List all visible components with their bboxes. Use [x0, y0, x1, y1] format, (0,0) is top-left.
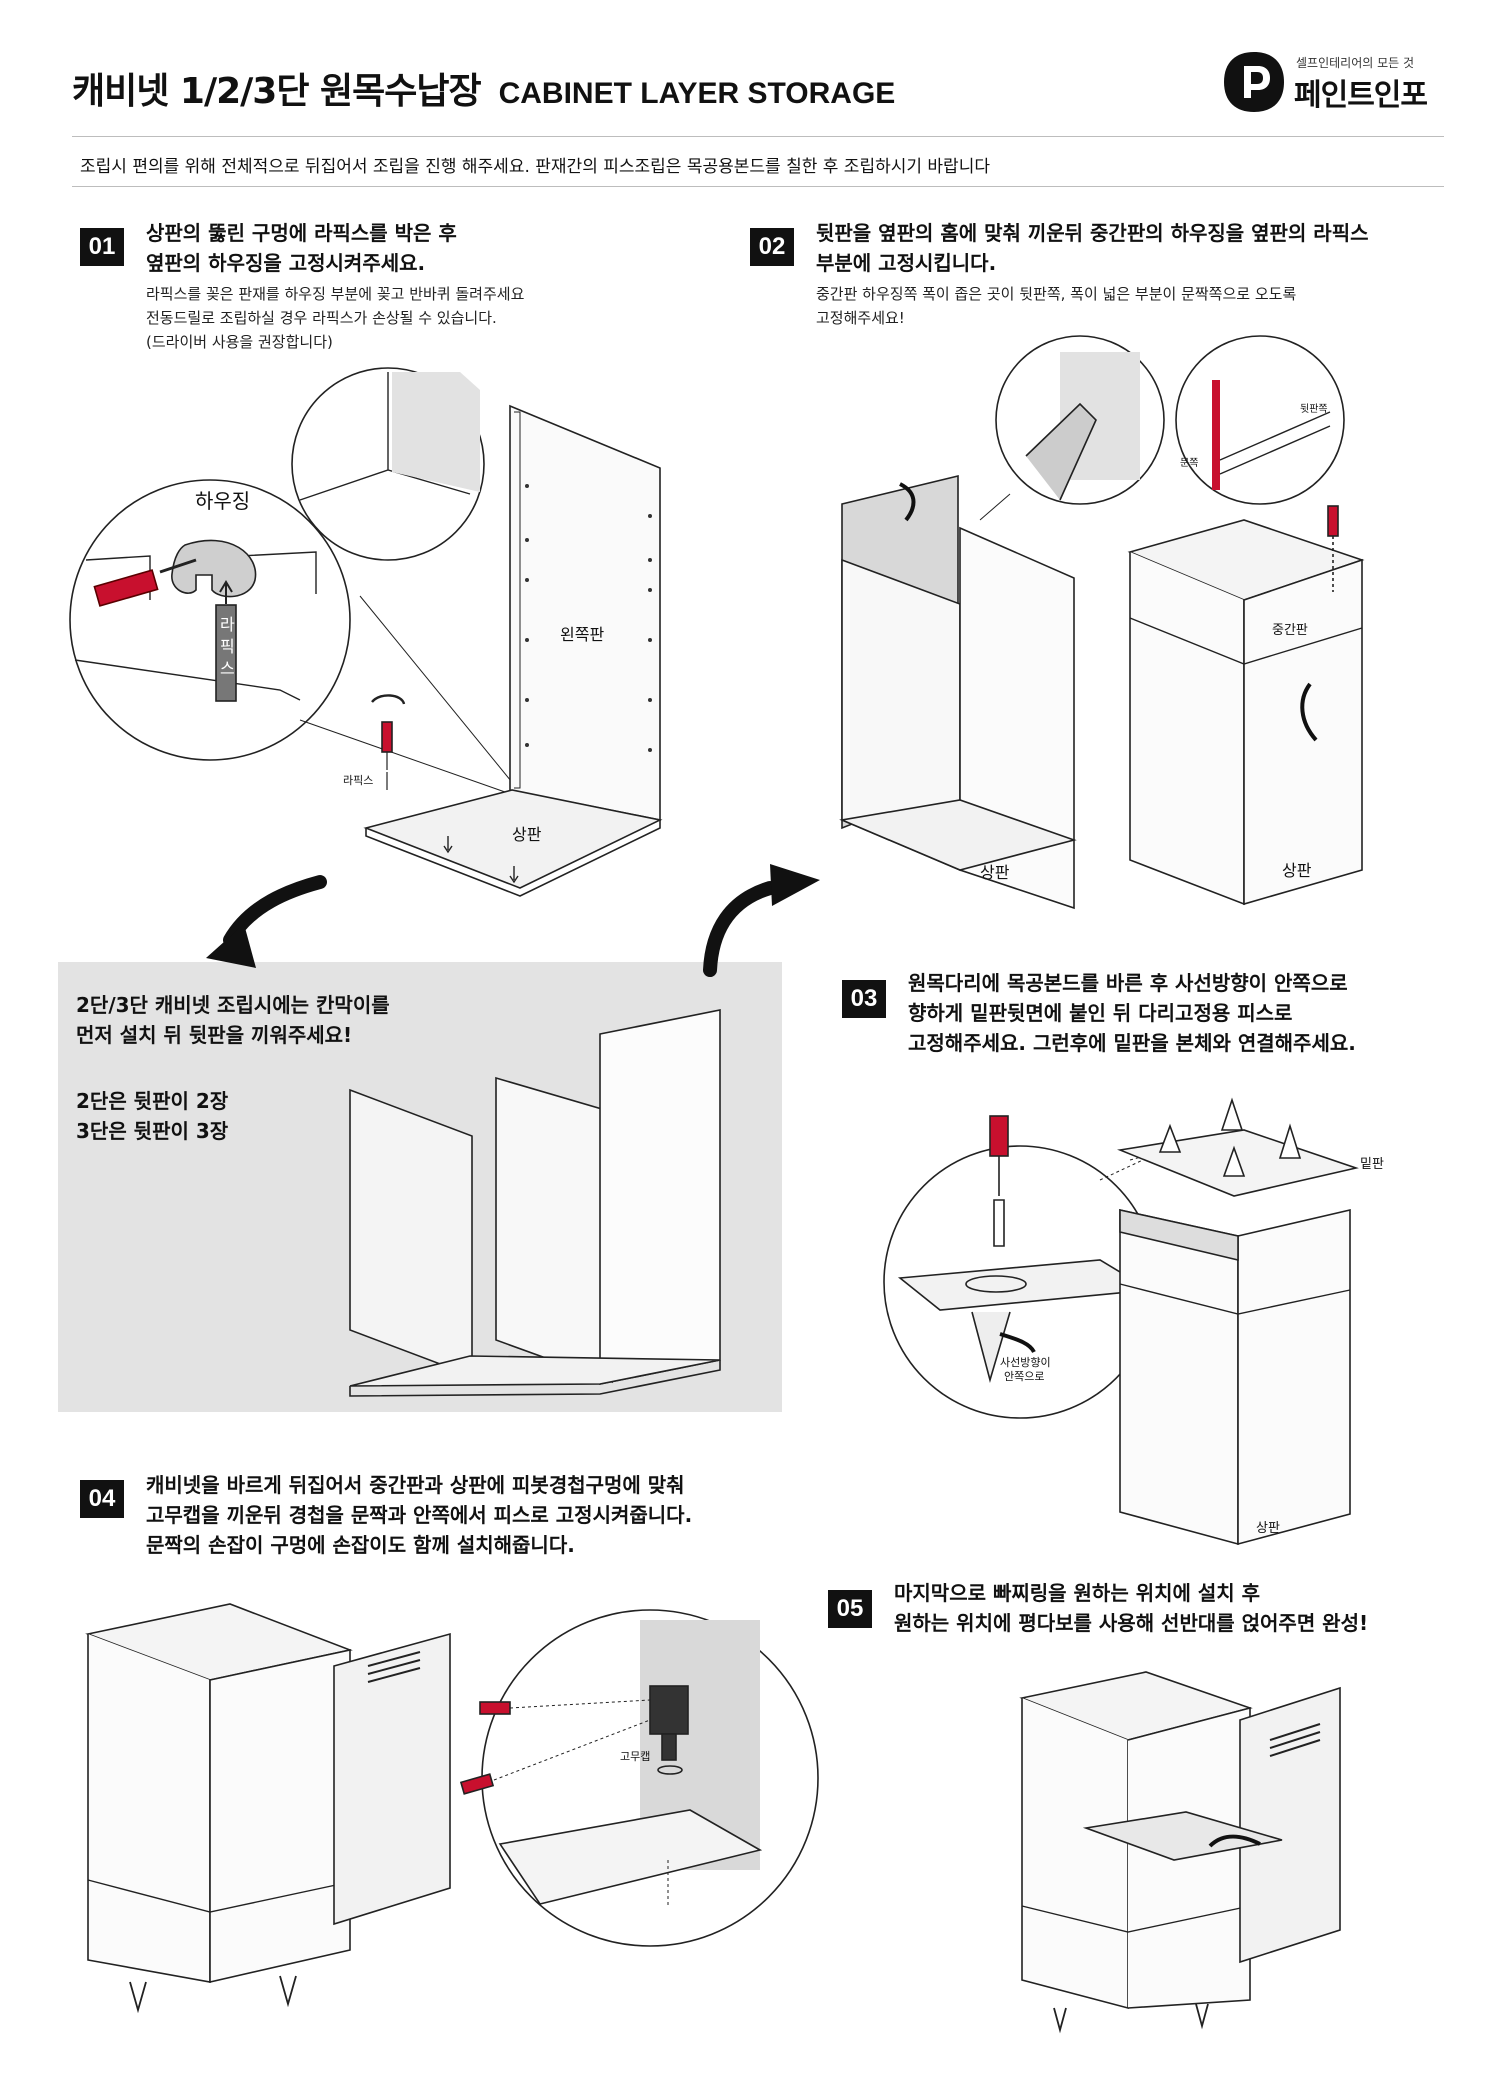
- step-03-title-line: 향하게 밑판뒷면에 붙인 뒤 다리고정용 피스로: [908, 1001, 1293, 1025]
- step-03-title-line: 고정해주세요. 그런후에 밑판을 본체와 연결해주세요.: [908, 1031, 1356, 1055]
- slide-arrow-icon: [1208, 1834, 1261, 1848]
- rotate-arrow-icon: [371, 694, 406, 705]
- rotate-arrow-icon-b: [1300, 682, 1318, 742]
- step-04-title-line: 문짝의 손잡이 구멍에 손잡이도 함께 설치해줍니다.: [146, 1533, 575, 1557]
- step-01-title: 상판의 뚫린 구멍에 라픽스를 박은 후 옆판의 하우징을 고정시켜주세요.: [146, 218, 457, 278]
- screwdriver-icon-b: [1327, 505, 1339, 537]
- label-rafix-vertical-2: 픽: [220, 637, 235, 656]
- notice-text: 2단/3단 캐비넷 조립시에는 칸막이를 먼저 설치 뒤 뒷판을 끼워주세요!: [76, 990, 390, 1050]
- housing-part: [171, 539, 257, 598]
- step-04-title-line: 캐비넷을 바르게 뒤집어서 중간판과 상판에 피봇경첩구멍에 맞춰: [146, 1473, 685, 1497]
- p-logo-icon: [1224, 52, 1284, 112]
- rotate-arrow-icon-c: [999, 1332, 1036, 1354]
- step-02-illustration: 뒷판쪽 문쪽 상판 중간판 상판: [839, 335, 1365, 910]
- step-01-illustration: 하우징 라 픽 스 왼쪽판 상판 라픽스: [69, 367, 663, 897]
- step-05-badge: 05: [828, 1590, 872, 1628]
- step-01-notes: 라픽스를 꽂은 판재를 하우징 부분에 꽂고 반바퀴 돌려주세요 전동드릴로 조…: [146, 282, 524, 354]
- screwdriver-icon-c: [989, 1115, 1009, 1157]
- brand-tagline: 셀프인테리어의 모든 것: [1296, 56, 1415, 70]
- door-panel-final: [1239, 1686, 1341, 1964]
- header-divider: [72, 136, 1444, 137]
- brand-name: 페인트인포: [1294, 78, 1428, 113]
- step-02-title-line: 부분에 고정시킵니다.: [816, 251, 997, 275]
- label-rafix: 라픽스: [343, 774, 373, 787]
- label-rafix-vertical-1: 라: [220, 615, 235, 634]
- divider-panel-illustration: [349, 1009, 721, 1397]
- step-04-title-line: 고무캡을 끼운뒤 경첩을 문짝과 안쪽에서 피스로 고정시켜줍니다.: [146, 1503, 693, 1527]
- housing-detail-circle: [69, 479, 351, 761]
- step-05-title-line: 마지막으로 빠찌링을 원하는 위치에 설치 후: [894, 1581, 1261, 1605]
- intro-text: 조립시 편의를 위해 전체적으로 뒤집어서 조립을 진행 해주세요. 판재간의 …: [80, 157, 990, 177]
- label-rubber-cap: 고무캡: [620, 1750, 650, 1763]
- step-02-note: 고정해주세요!: [816, 309, 905, 327]
- step-03-title: 원목다리에 목공본드를 바른 후 사선방향이 안쪽으로 향하게 밑판뒷면에 붙인…: [908, 968, 1356, 1058]
- label-diagonal-2: 안쪽으로: [1004, 1370, 1044, 1383]
- step-05-title-line: 원하는 위치에 평다보를 사용해 선반대를 얹어주면 완성!: [894, 1611, 1369, 1635]
- label-diagonal-1: 사선방향이: [1000, 1356, 1051, 1369]
- page-title: 캐비넷 1/2/3단 원목수납장 CABINET LAYER STORAGE: [72, 62, 895, 114]
- insert-arrow-icon: [898, 482, 916, 522]
- step-02-title: 뒷판을 옆판의 홈에 맞춰 끼운뒤 중간판의 하우징을 옆판의 라픽스 부분에 …: [816, 218, 1369, 278]
- label-top-c: 상판: [1256, 1521, 1280, 1536]
- label-top-a: 상판: [980, 863, 1010, 882]
- step-05-title: 마지막으로 빠찌링을 원하는 위치에 설치 후 원하는 위치에 평다보를 사용해…: [894, 1578, 1368, 1638]
- step-03-illustration: 사선방향이 안쪽으로 밑판 상판: [883, 1097, 1384, 1546]
- hinge-part: [649, 1685, 689, 1735]
- step-01-note: 전동드릴로 조립하실 경우 라픽스가 손상될 수 있습니다.: [146, 309, 497, 327]
- label-top-panel: 상판: [512, 825, 542, 844]
- door-panel: [333, 1632, 451, 1926]
- label-bottom-panel: 밑판: [1360, 1157, 1384, 1172]
- notice-counts: 2단은 뒷판이 2장 3단은 뒷판이 3장: [76, 1086, 228, 1146]
- step-01-title-line: 상판의 뚫린 구멍에 라픽스를 박은 후: [146, 221, 457, 245]
- notice-count: 2단은 뒷판이 2장: [76, 1089, 229, 1113]
- title-korean: 캐비넷 1/2/3단 원목수납장: [72, 71, 482, 112]
- shelf-panel: [1082, 1811, 1283, 1861]
- label-housing: 하우징: [195, 489, 250, 513]
- screwdriver-small-icon: [381, 721, 393, 753]
- step-04-illustration: 고무캡: [85, 1603, 819, 2014]
- title-english: CABINET LAYER STORAGE: [498, 77, 896, 110]
- step-05-illustration: [1019, 1671, 1341, 2034]
- screwdriver-icon-d1: [479, 1701, 511, 1715]
- step-04-title: 캐비넷을 바르게 뒤집어서 중간판과 상판에 피봇경첩구멍에 맞춰 고무캡을 끼…: [146, 1470, 692, 1560]
- step-02-note: 중간판 하우징쪽 폭이 좁은 곳이 뒷판쪽, 폭이 넓은 부분이 문짝쪽으로 오…: [816, 285, 1297, 303]
- screwdriver-icon: [93, 569, 159, 607]
- step-01-title-line: 옆판의 하우징을 고정시켜주세요.: [146, 251, 426, 275]
- step-02-badge: 02: [750, 228, 794, 266]
- step-02-notes: 중간판 하우징쪽 폭이 좁은 곳이 뒷판쪽, 폭이 넓은 부분이 문짝쪽으로 오…: [816, 282, 1296, 330]
- step-01-note: 라픽스를 꽂은 판재를 하우징 부분에 꽂고 반바퀴 돌려주세요: [146, 285, 525, 303]
- label-door-side: 문쪽: [1180, 457, 1198, 469]
- curve-arrow-up-icon: [703, 881, 777, 977]
- label-top-b: 상판: [1282, 861, 1312, 880]
- rafix-part: [215, 604, 237, 702]
- label-back-side: 뒷판쪽: [1300, 402, 1328, 415]
- mid-panel-detail-circle: [1175, 335, 1345, 505]
- notice-line: 2단/3단 캐비넷 조립시에는 칸막이를: [76, 993, 390, 1017]
- label-mid-panel: 중간판: [1272, 623, 1308, 638]
- intro-divider: [72, 186, 1444, 187]
- notice-count: 3단은 뒷판이 3장: [76, 1119, 229, 1143]
- label-left-panel: 왼쪽판: [560, 625, 604, 644]
- step-03-badge: 03: [842, 980, 886, 1018]
- step-01-badge: 01: [80, 228, 124, 266]
- screwdriver-icon-d2: [459, 1773, 495, 1795]
- step-01-note: (드라이버 사용을 권장합니다): [146, 333, 333, 351]
- step-02-title-line: 뒷판을 옆판의 홈에 맞춰 끼운뒤 중간판의 하우징을 옆판의 라픽스: [816, 221, 1369, 245]
- left-panel: [509, 404, 661, 821]
- notice-line: 먼저 설치 뒤 뒷판을 끼워주세요!: [76, 1023, 353, 1047]
- label-rafix-vertical-3: 스: [220, 659, 235, 678]
- step-04-badge: 04: [80, 1480, 124, 1518]
- step-03-title-line: 원목다리에 목공본드를 바른 후 사선방향이 안쪽으로: [908, 971, 1348, 995]
- curve-arrow-down-icon: [223, 875, 327, 947]
